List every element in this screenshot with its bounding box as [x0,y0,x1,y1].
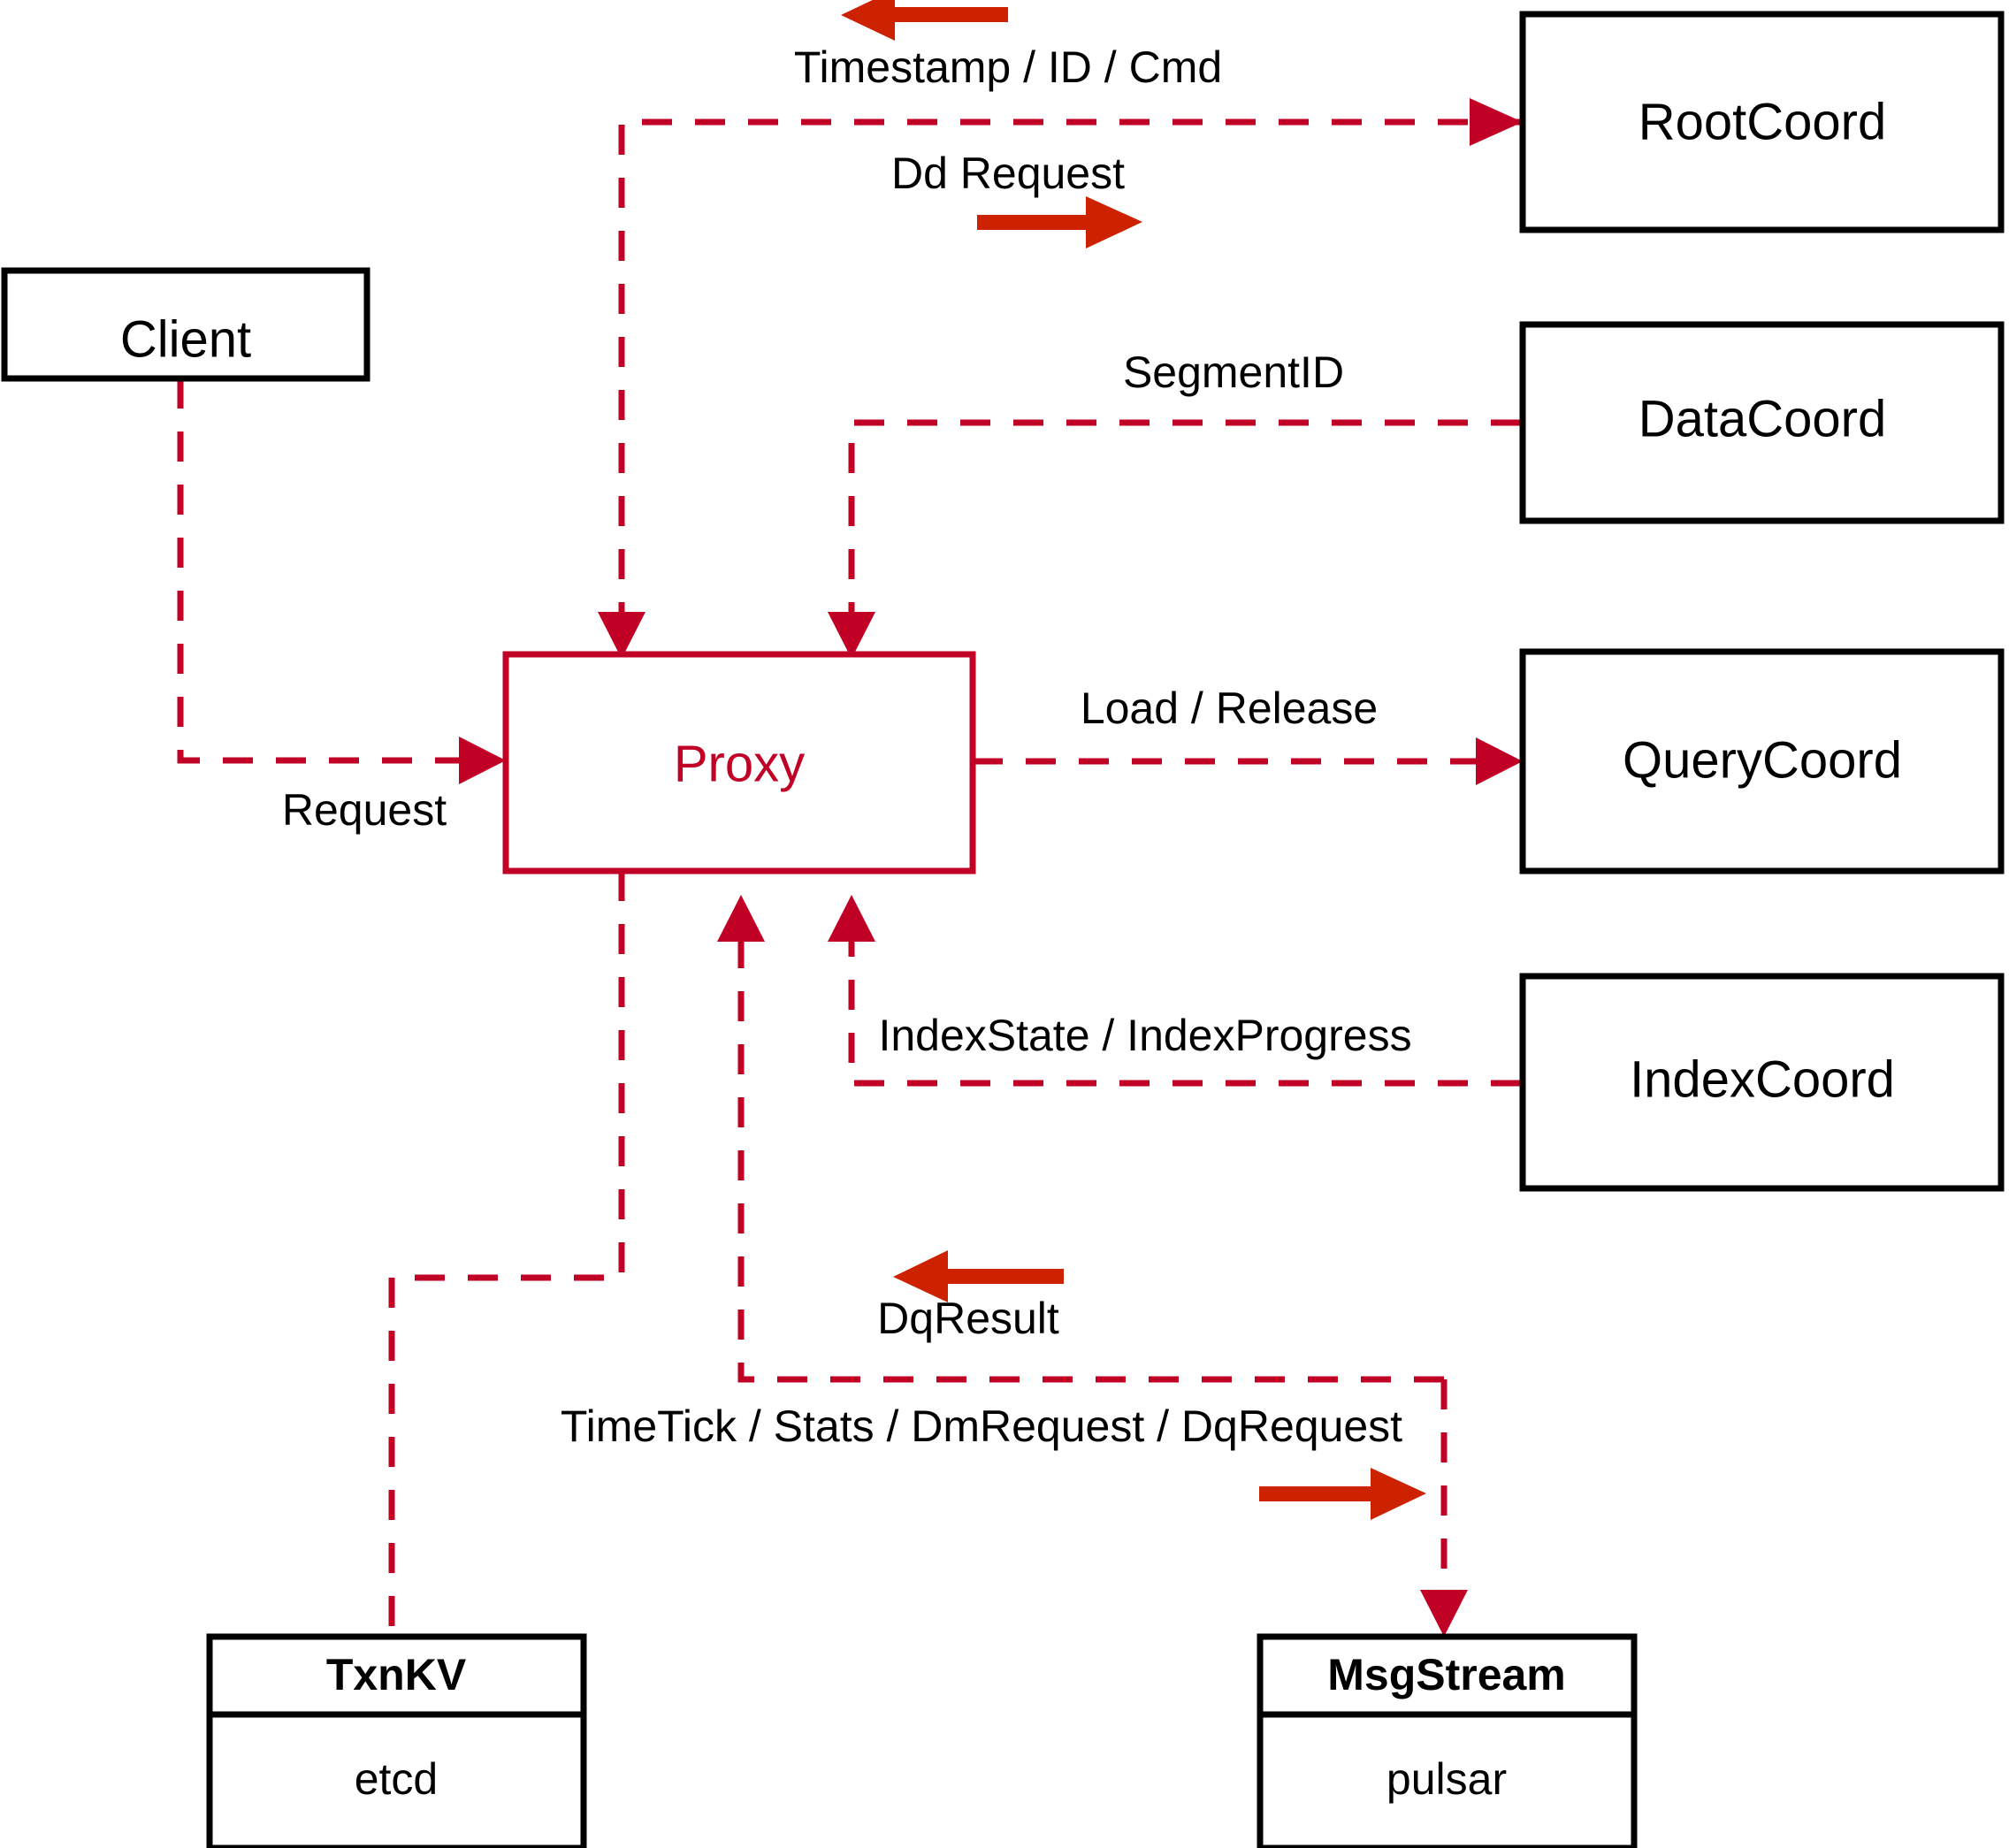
arrowhead-timestamp-id-cmd [598,612,645,659]
flow-dq-result [737,924,1444,1383]
flow-request [177,378,477,764]
node-txnkv-title: TxnKV [326,1650,467,1699]
node-proxy[interactable] [502,651,976,874]
edge-label-timestamp-id-cmd: Timestamp / ID / Cmd [794,42,1222,92]
bold-arrow-right-dd-request [977,196,1142,248]
node-txnkv[interactable] [206,1633,587,1848]
node-client-label: Client [120,310,251,368]
node-query-coord[interactable] [1519,648,2005,874]
node-index-coord[interactable] [1519,973,2005,1192]
node-data-coord-label: DataCoord [1639,390,1886,447]
bold-arrow-right-timetick [1259,1468,1426,1520]
flow-segment-id [848,419,1521,630]
arrowhead-request [459,737,506,784]
node-data-coord[interactable] [1519,321,2005,524]
edge-label-request: Request [282,785,447,835]
node-query-coord-label: QueryCoord [1623,731,1902,789]
node-msgstream[interactable] [1257,1633,1638,1848]
edge-label-dq-result: DqResult [877,1294,1059,1343]
arrowhead-dq-result [717,895,765,942]
node-msgstream-impl: pulsar [1386,1754,1507,1804]
edge-label-dd-request: Dd Request [891,149,1125,198]
edge-label-timetick-stats: TimeTick / Stats / DmRequest / DqRequest [561,1401,1402,1451]
edge-label-index-state-progress: IndexState / IndexProgress [878,1011,1411,1060]
arrowhead-timetick-stats [1420,1590,1468,1637]
node-index-coord-label: IndexCoord [1630,1050,1895,1108]
flow-timestamp-id-cmd [618,118,1521,630]
bold-arrow-left-timestamp [841,0,1008,41]
bold-arrow-left-dq-result [893,1250,1064,1302]
flow-index-state-progress [848,924,1521,1087]
arrowhead-dd-request [1470,98,1523,146]
arrowhead-index-state-progress [828,895,875,942]
node-root-coord[interactable] [1519,11,2005,233]
edge-label-segment-id: SegmentID [1123,347,1344,397]
arrowhead-segment-id [828,612,875,659]
node-proxy-label: Proxy [674,735,805,792]
node-msgstream-title: MsgStream [1327,1650,1566,1699]
arrowhead-load-release [1476,737,1523,785]
flow-proxy-txnkv [388,871,625,1637]
edge-label-load-release: Load / Release [1081,683,1378,733]
node-root-coord-label: RootCoord [1639,93,1886,150]
node-client[interactable] [1,267,370,382]
node-txnkv-impl: etcd [355,1754,439,1804]
